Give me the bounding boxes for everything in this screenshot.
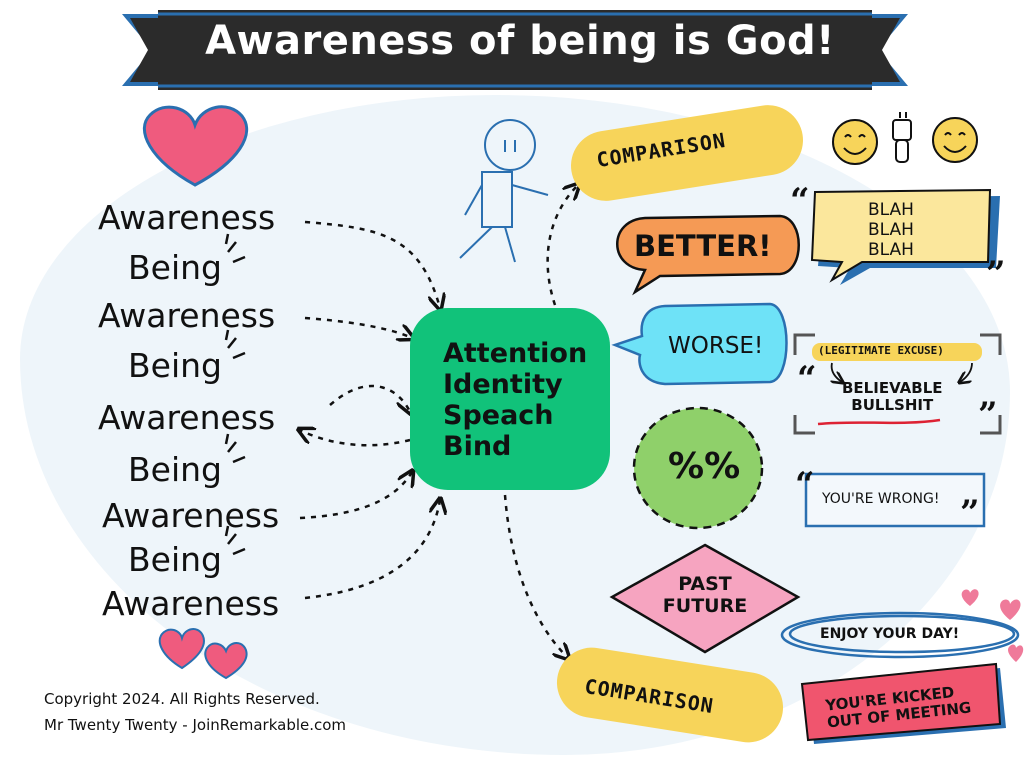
enjoy-ellipse	[780, 611, 1020, 659]
central-line-identity: Identity	[443, 369, 563, 400]
blah-box	[810, 188, 1000, 285]
dashed-arrows-left	[300, 220, 440, 600]
heart-icon	[1000, 599, 1021, 620]
central-text: Attention Identity Speach Bind	[443, 338, 587, 462]
future-line: FUTURE	[662, 595, 748, 617]
dashed-arrows-right	[503, 185, 578, 658]
svg-text:”: ”	[960, 493, 980, 533]
youre-wrong-label: YOU'RE WRONG!	[822, 491, 940, 507]
bullshit-underline	[817, 418, 941, 426]
excuse-label-bg	[812, 343, 982, 361]
word-awareness: Awareness	[98, 198, 276, 237]
heart-icon	[158, 628, 205, 670]
past-future-label: PAST FUTURE	[660, 573, 750, 617]
word-being: Being	[128, 540, 222, 579]
central-box	[410, 308, 610, 490]
central-line-speach: Speach	[443, 400, 554, 431]
copyright-block: Copyright 2024. All Rights Reserved. Mr …	[44, 686, 346, 738]
copyright-line: Copyright 2024. All Rights Reserved.	[44, 690, 320, 708]
excuse-frame	[793, 333, 1002, 435]
word-awareness: Awareness	[98, 296, 276, 335]
pointing-hand-icon	[892, 112, 912, 163]
page-title: Awareness of being is God!	[205, 18, 835, 64]
blah-line: BLAH	[868, 240, 914, 260]
heart-icon	[961, 589, 979, 606]
word-awareness: Awareness	[102, 584, 280, 623]
believable-line: BELIEVABLE	[842, 379, 943, 397]
central-line-bind: Bind	[443, 431, 512, 462]
word-being: Being	[128, 248, 222, 287]
blah-line: BLAH	[868, 220, 914, 240]
kicked-box	[800, 662, 1006, 744]
central-line-attention: Attention	[443, 338, 588, 369]
past-future-diamond	[609, 543, 801, 654]
blah-line: BLAH	[868, 200, 914, 220]
word-awareness: Awareness	[98, 398, 276, 437]
word-being: Being	[128, 346, 222, 385]
smiley-face-icon	[932, 117, 978, 163]
youre-wrong-box	[804, 472, 986, 528]
word-awareness: Awareness	[102, 496, 280, 535]
legitimate-excuse-label: (LEGITIMATE EXCUSE)	[818, 344, 944, 357]
smiley-face-icon	[832, 119, 878, 165]
percent-label: %%	[668, 446, 741, 487]
svg-text:“: “	[797, 359, 817, 399]
svg-text:“: “	[795, 465, 815, 505]
bullshit-line: BULLSHIT	[851, 396, 934, 414]
past-line: PAST	[678, 573, 732, 595]
better-bubble	[616, 214, 800, 296]
stick-figure-icon	[459, 119, 549, 263]
title-banner	[122, 10, 908, 90]
svg-text:”: ”	[986, 254, 1006, 294]
heart-icon	[204, 642, 248, 680]
believable-bullshit-label: BELIEVABLE BULLSHIT	[842, 380, 943, 414]
heart-icon	[1008, 644, 1024, 662]
accent-marks	[224, 233, 246, 556]
copyright-author: Mr Twenty Twenty - JoinRemarkable.com	[44, 716, 347, 734]
heart-icon	[142, 105, 249, 187]
quote-mark-icon: “ ” “ ” “ ”	[790, 181, 1006, 533]
worse-bubble	[611, 302, 788, 386]
excuse-arrows	[832, 362, 973, 382]
better-label: BETTER!	[634, 229, 772, 263]
svg-text:”: ”	[978, 395, 998, 435]
blah-lines: BLAH BLAH BLAH	[868, 200, 914, 260]
word-being: Being	[128, 450, 222, 489]
worse-label: WORSE!	[668, 333, 764, 359]
percent-circle	[632, 406, 764, 530]
svg-text:“: “	[790, 181, 810, 221]
enjoy-label: ENJOY YOUR DAY!	[820, 626, 960, 642]
